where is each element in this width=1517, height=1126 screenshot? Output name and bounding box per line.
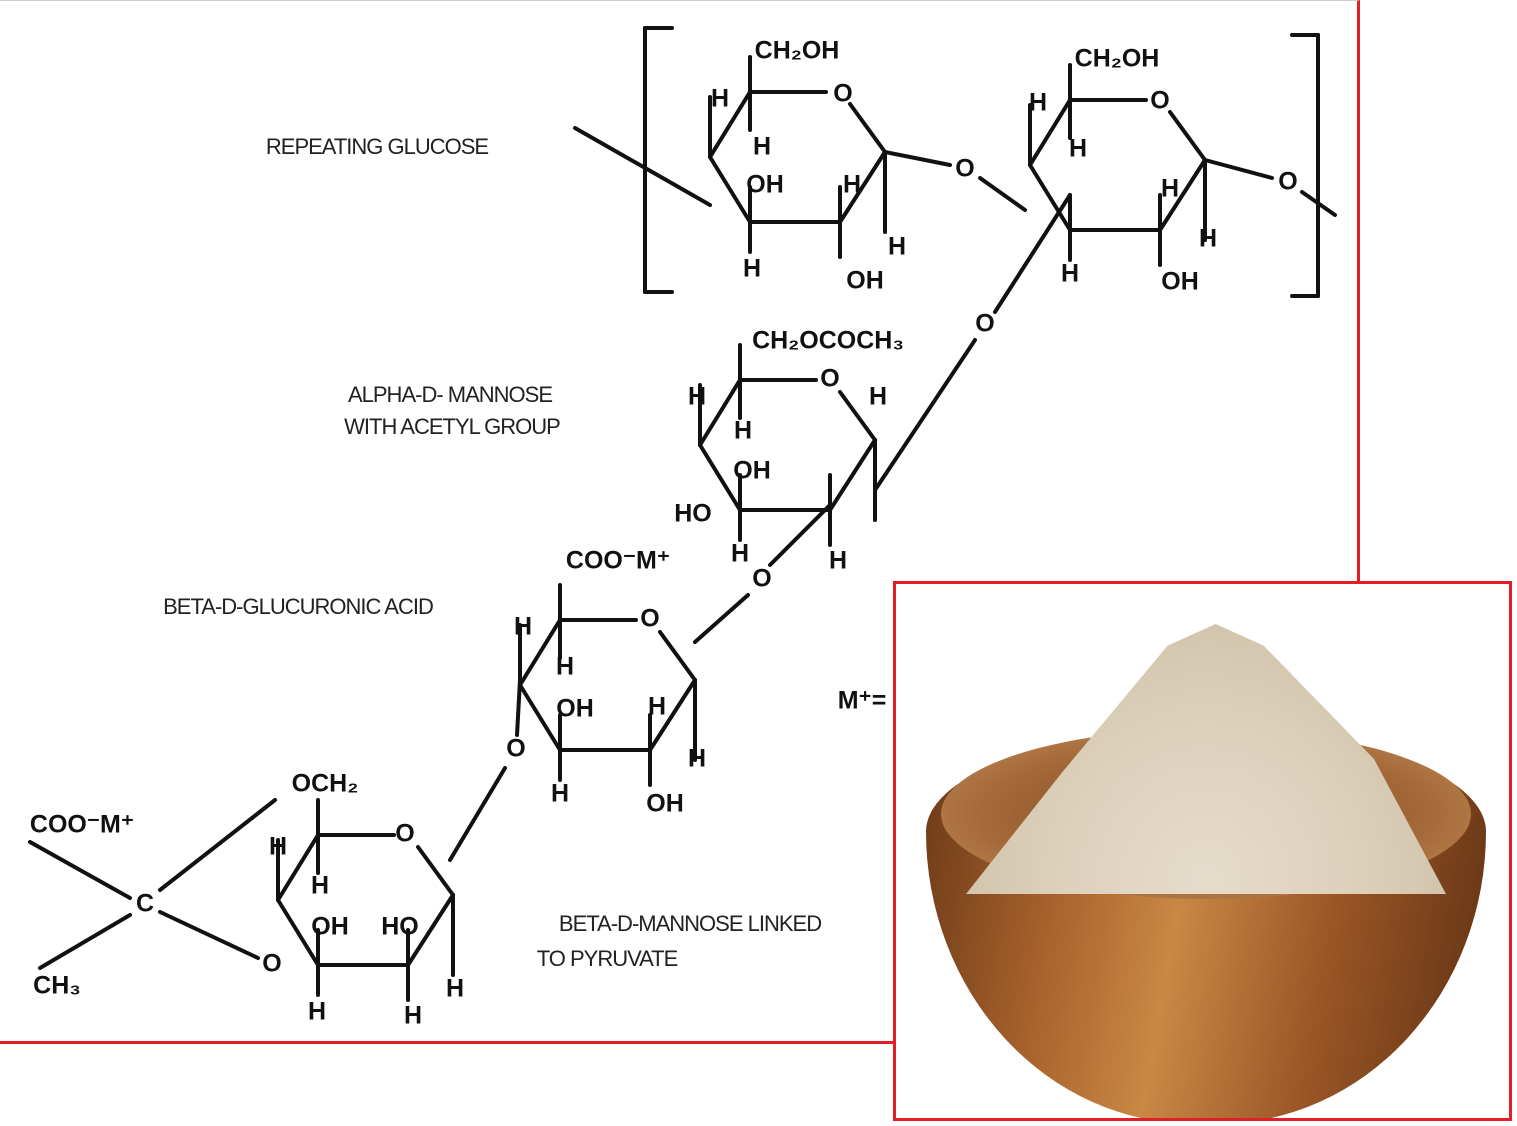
atom-label: OH	[646, 790, 684, 818]
atom-label: H	[311, 872, 329, 900]
bond	[1168, 110, 1207, 162]
atom-label: H	[308, 998, 326, 1026]
atom-label: C	[136, 890, 154, 918]
atom-label: H	[829, 547, 847, 575]
atom-label: H	[1069, 135, 1087, 163]
bond	[708, 90, 752, 159]
atom-label: O	[1150, 87, 1169, 115]
atom-label: H	[843, 171, 861, 199]
atom-label: OH	[311, 913, 349, 941]
atom-label: CH₃	[33, 972, 81, 1000]
atom-label: O	[395, 820, 414, 848]
atom-label: O	[820, 365, 839, 393]
bonds	[28, 26, 1337, 1002]
bond	[883, 150, 952, 167]
atom-label: H	[269, 833, 287, 861]
atom-label: H	[688, 745, 706, 773]
atom-label: OH	[746, 171, 784, 199]
atom-label: H	[753, 133, 771, 161]
bond	[648, 678, 697, 752]
bond	[158, 798, 277, 892]
bond	[873, 338, 977, 492]
atom-label: O	[506, 735, 525, 763]
atom-label: CH₂OH	[1075, 45, 1160, 73]
atom-label: O	[975, 310, 994, 338]
bond	[38, 913, 132, 970]
bond	[518, 618, 562, 687]
atom-label: H	[888, 233, 906, 261]
caption-beta-mannose-line2: TO PYRUVATE	[537, 946, 678, 971]
atom-label: H	[551, 780, 569, 808]
bond	[768, 503, 832, 567]
atom-label: H	[869, 383, 887, 411]
atom-label: H	[1029, 89, 1047, 117]
bond	[276, 833, 320, 902]
bond	[1158, 158, 1207, 232]
bond	[406, 893, 455, 967]
bond	[838, 150, 887, 224]
bond	[993, 193, 1072, 314]
caption-alpha-mannose-line2: WITH ACETYL GROUP	[344, 414, 560, 439]
bond	[1203, 158, 1274, 180]
atom-label: H	[404, 1002, 422, 1030]
atom-label: CH₂OH	[755, 37, 840, 65]
atom-label: O	[640, 605, 659, 633]
bond	[828, 438, 877, 512]
atom-label: OCH₂	[292, 770, 359, 798]
bond	[658, 630, 697, 682]
bond	[708, 155, 752, 224]
bond	[515, 678, 522, 737]
bond	[848, 102, 887, 154]
atom-label: H	[743, 255, 761, 283]
bond	[1028, 98, 1072, 167]
atom-label: OH	[733, 457, 771, 485]
bond	[698, 443, 742, 512]
bond	[693, 593, 750, 644]
powder-photo	[893, 581, 1512, 1121]
atom-label: COO⁻M⁺	[566, 547, 670, 575]
atom-label: H	[1061, 260, 1079, 288]
bond	[518, 683, 562, 752]
atom-label: H	[648, 693, 666, 721]
atom-label: H	[1199, 225, 1217, 253]
caption-beta-mannose-line1: BETA-D-MANNOSE LINKED	[559, 911, 821, 936]
atom-label: OH	[556, 695, 594, 723]
bond	[978, 176, 1027, 212]
bond	[448, 766, 507, 862]
m-plus-label: M⁺=	[838, 687, 887, 715]
atom-label: HO	[674, 500, 712, 528]
atom-label: H	[1161, 175, 1179, 203]
atom-label: O	[955, 155, 974, 183]
caption-alpha-mannose-line1: ALPHA-D- MANNOSE	[348, 382, 552, 407]
atom-label: OH	[1161, 268, 1199, 296]
caption-repeating-glucose: REPEATING GLUCOSE	[266, 134, 489, 159]
bond	[838, 390, 877, 442]
bond	[416, 845, 455, 897]
atom-label: H	[711, 85, 729, 113]
bond	[1028, 163, 1072, 232]
bond	[698, 378, 742, 447]
bond	[28, 840, 132, 900]
bond	[1300, 190, 1337, 217]
atom-label: HO	[381, 913, 419, 941]
atom-label: O	[752, 565, 771, 593]
atom-label: CH₂OCOCH₃	[752, 327, 904, 355]
atom-label: H	[731, 540, 749, 568]
bond	[158, 910, 260, 960]
atom-label: H	[446, 975, 464, 1003]
bond	[573, 126, 712, 207]
atom-label: H	[556, 653, 574, 681]
bond	[276, 898, 320, 967]
atom-label: H	[734, 417, 752, 445]
atom-label: O	[833, 80, 852, 108]
atom-label: OH	[846, 267, 884, 295]
atom-label: H	[688, 383, 706, 411]
atom-label: COO⁻M⁺	[30, 811, 134, 839]
atom-label: O	[1278, 168, 1297, 196]
atom-label: H	[514, 613, 532, 641]
caption-glucuronic-acid: BETA-D-GLUCURONIC ACID	[163, 594, 433, 619]
atom-label: O	[262, 950, 281, 978]
